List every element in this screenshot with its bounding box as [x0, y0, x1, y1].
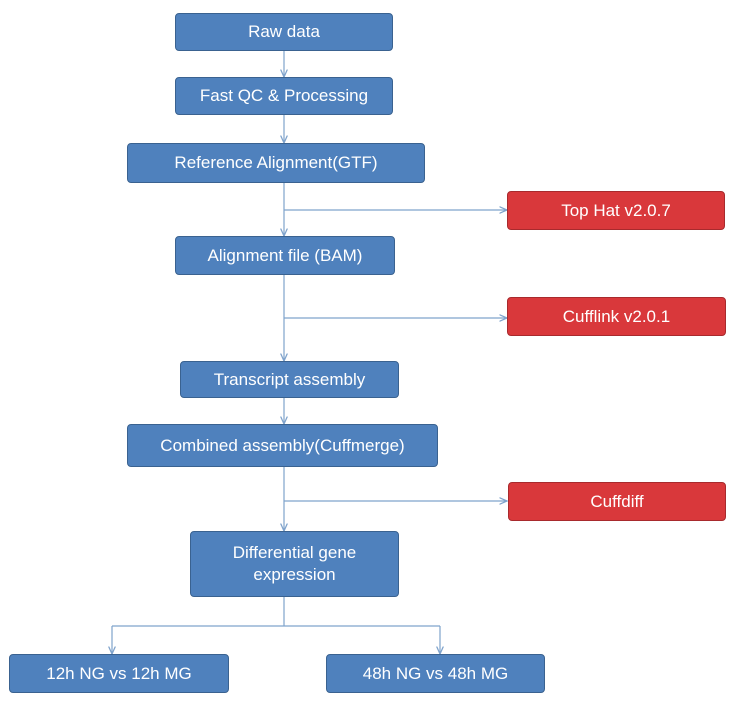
- node-raw-data: Raw data: [175, 13, 393, 51]
- node-alignment-file: Alignment file (BAM): [175, 236, 395, 275]
- node-comparison-12h: 12h NG vs 12h MG: [9, 654, 229, 693]
- node-differential-expression: Differential gene expression: [190, 531, 399, 597]
- node-tophat: Top Hat v2.0.7: [507, 191, 725, 230]
- node-reference-alignment: Reference Alignment(GTF): [127, 143, 425, 183]
- node-fast-qc: Fast QC & Processing: [175, 77, 393, 115]
- node-cufflink: Cufflink v2.0.1: [507, 297, 726, 336]
- node-comparison-48h: 48h NG vs 48h MG: [326, 654, 545, 693]
- node-transcript-assembly: Transcript assembly: [180, 361, 399, 398]
- node-cuffdiff: Cuffdiff: [508, 482, 726, 521]
- node-combined-assembly: Combined assembly(Cuffmerge): [127, 424, 438, 467]
